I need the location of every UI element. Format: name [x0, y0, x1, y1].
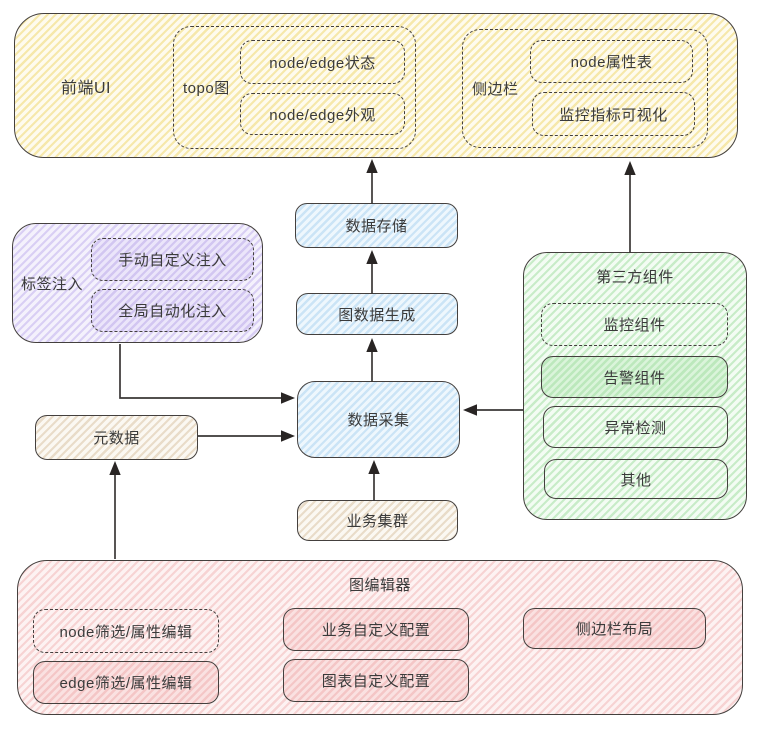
- node-attribute-table-box: node属性表: [530, 40, 693, 83]
- node-edge-status-box: node/edge状态: [240, 40, 405, 84]
- frontend-ui-label: 前端UI: [61, 79, 112, 97]
- manual-custom-injection-box: 手动自定义注入: [91, 238, 254, 281]
- topo-graph-label: topo图: [183, 80, 230, 97]
- graph-editor-label: 图编辑器: [348, 577, 411, 594]
- sidebar-group: 侧边栏 node属性表 监控指标可视化: [462, 29, 708, 148]
- label-injection-container: 标签注入 手动自定义注入 全局自动化注入: [12, 223, 263, 343]
- others-box: 其他: [544, 459, 728, 499]
- monitoring-component-box: 监控组件: [541, 303, 728, 346]
- third-party-label: 第三方组件: [596, 269, 674, 286]
- business-custom-config-box: 业务自定义配置: [283, 608, 469, 651]
- third-party-container: 第三方组件 监控组件 告警组件 异常检测 其他: [523, 252, 747, 520]
- metadata-box: 元数据: [35, 415, 198, 460]
- node-edge-appearance-box: node/edge外观: [240, 93, 405, 135]
- sidebar-group-label: 侧边栏: [472, 81, 519, 98]
- node-filter-attr-edit-box: node筛选/属性编辑: [33, 609, 219, 653]
- topo-graph-group: topo图 node/edge状态 node/edge外观: [173, 26, 416, 149]
- anomaly-detection-box: 异常检测: [543, 406, 728, 448]
- label-injection-label: 标签注入: [21, 275, 84, 293]
- business-cluster-box: 业务集群: [297, 500, 458, 541]
- monitor-metrics-visualization-box: 监控指标可视化: [532, 92, 695, 136]
- chart-custom-config-box: 图表自定义配置: [283, 659, 469, 702]
- graph-data-generation-box: 图数据生成: [296, 293, 458, 335]
- graph-editor-container: 图编辑器 node筛选/属性编辑 edge筛选/属性编辑 业务自定义配置 图表自…: [17, 560, 743, 715]
- data-collection-box: 数据采集: [297, 381, 460, 458]
- sidebar-layout-box: 侧边栏布局: [523, 608, 706, 649]
- alert-component-box: 告警组件: [541, 356, 728, 398]
- frontend-ui-container: 前端UI topo图 node/edge状态 node/edge外观 侧边栏 n…: [14, 13, 738, 158]
- edge-filter-attr-edit-box: edge筛选/属性编辑: [33, 661, 219, 704]
- data-storage-box: 数据存储: [295, 203, 458, 248]
- global-auto-injection-box: 全局自动化注入: [91, 289, 254, 332]
